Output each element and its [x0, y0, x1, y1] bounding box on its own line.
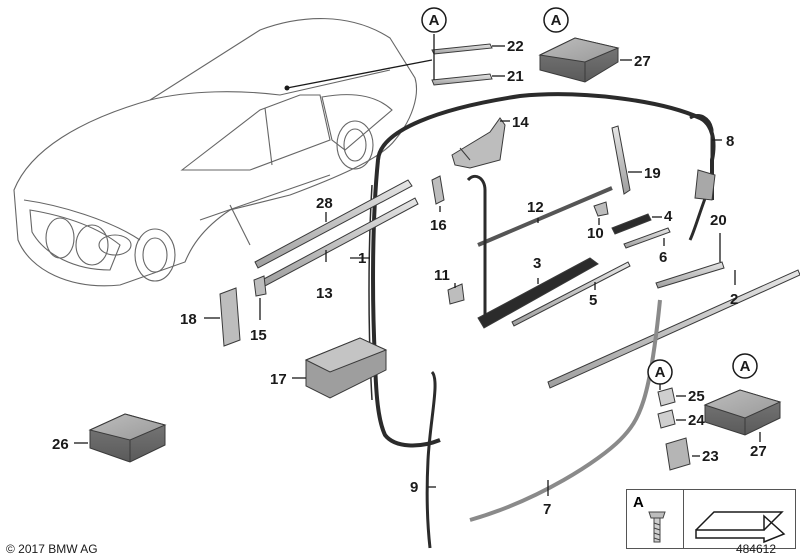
callout-11: 11 [434, 267, 450, 284]
box-26 [88, 413, 167, 463]
callout-17: 17 [270, 371, 287, 388]
svg-text:A: A [740, 358, 751, 375]
part-6-strip [623, 227, 671, 249]
callout-28: 28 [316, 195, 333, 212]
part-2-sill [547, 269, 800, 389]
part-8-seal [688, 114, 716, 241]
svg-text:A: A [551, 12, 562, 29]
legend-box: A [626, 489, 796, 549]
callout-24: 24 [688, 412, 705, 429]
part-25-clip [657, 387, 676, 407]
window-channel [466, 174, 487, 320]
callout-21: 21 [507, 68, 524, 85]
part-17-foam [304, 337, 388, 399]
callout-9: 9 [410, 479, 418, 496]
marker-a-box-top: A [543, 7, 569, 33]
callout-27-bottom: 27 [750, 443, 767, 460]
callout-8: 8 [726, 133, 734, 150]
screw-icon [648, 511, 666, 543]
part-23-plate [665, 437, 691, 471]
callout-6: 6 [659, 249, 667, 266]
part-22-strip [431, 43, 493, 55]
callout-23: 23 [702, 448, 719, 465]
callout-3: 3 [533, 255, 541, 272]
callout-1: 1 [358, 250, 366, 267]
callout-13: 13 [316, 285, 333, 302]
part-14-bracket [451, 117, 506, 169]
part-11-clip [447, 283, 465, 305]
part-28-rail [254, 179, 413, 269]
part-15-clip [253, 275, 267, 297]
marker-a-top: A [421, 7, 447, 33]
callout-12: 12 [527, 199, 544, 216]
part-24-clip [657, 409, 676, 429]
box-27-top [538, 37, 620, 83]
document-number: 484612 [735, 542, 776, 556]
part-18-bracket [219, 287, 241, 347]
part-9-hose [425, 370, 437, 549]
callout-7: 7 [543, 501, 551, 518]
callout-27-top: 27 [634, 53, 651, 70]
part-10-clip [593, 201, 609, 217]
part-12-rod [477, 186, 613, 247]
callout-2: 2 [730, 291, 738, 308]
legend-screw-cell: A [627, 490, 684, 548]
callout-14: 14 [512, 114, 529, 131]
part-20-strip [655, 261, 725, 289]
callout-20: 20 [710, 212, 727, 229]
car-outline [13, 18, 418, 287]
callout-4: 4 [664, 208, 673, 225]
part-19-trim [611, 125, 631, 195]
legend-letter: A [633, 494, 644, 511]
callout-25: 25 [688, 388, 705, 405]
part-7-lower [469, 299, 662, 522]
car-leader-21 [286, 59, 433, 89]
callout-19: 19 [644, 165, 661, 182]
callout-26: 26 [52, 436, 69, 453]
part-16-clip [431, 175, 445, 205]
callout-18: 18 [180, 311, 197, 328]
part-4-seal [611, 213, 652, 235]
callout-16: 16 [430, 217, 447, 234]
callout-5: 5 [589, 292, 597, 309]
marker-a-box-bottom: A [732, 353, 758, 379]
copyright: © 2017 BMW AG [6, 542, 98, 556]
part-5-outer-strip [511, 261, 631, 327]
marker-a-clips: A [647, 359, 673, 385]
part-13-rail [261, 197, 419, 287]
callout-15: 15 [250, 327, 267, 344]
part-21-strip [431, 73, 493, 86]
svg-text:A: A [655, 364, 666, 381]
callout-10: 10 [587, 225, 604, 242]
arrow-icon [695, 511, 786, 544]
callout-22: 22 [507, 38, 524, 55]
box-27-bottom [703, 389, 782, 436]
part-3-belt-seal [477, 257, 599, 329]
svg-text:A: A [429, 12, 440, 29]
